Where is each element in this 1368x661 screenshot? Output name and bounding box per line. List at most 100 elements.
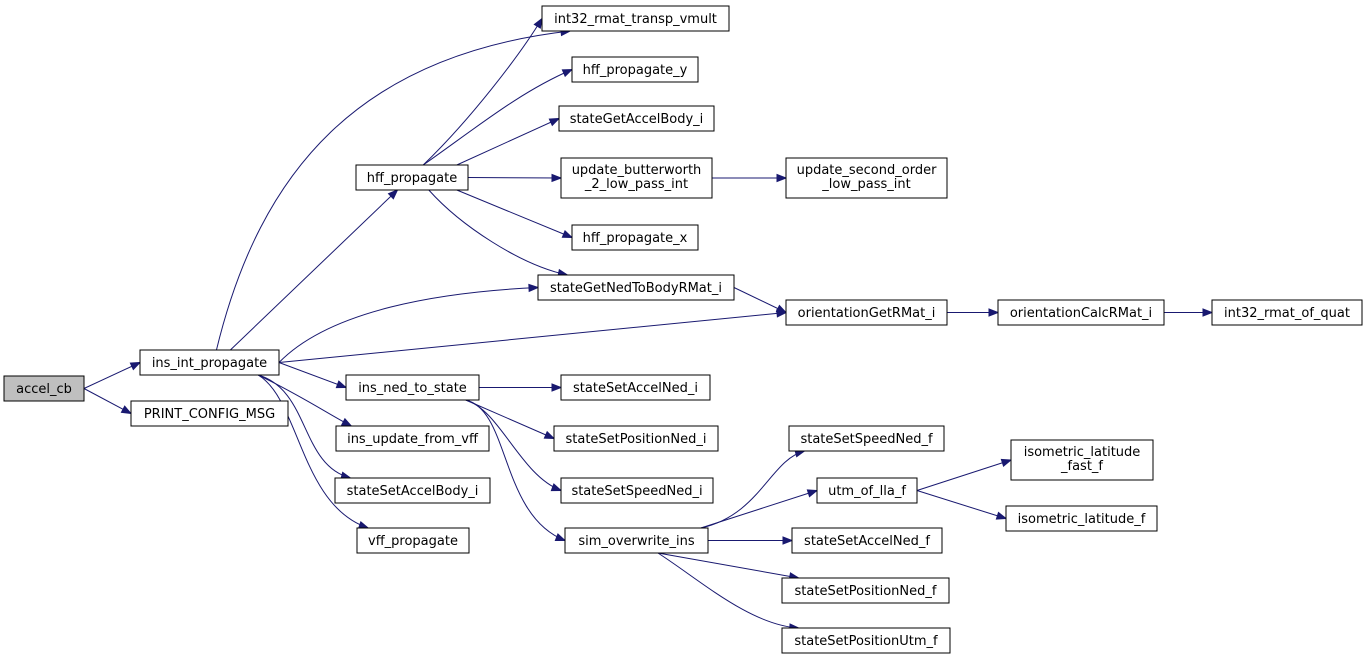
node-box (564, 527, 709, 554)
node-box (355, 164, 469, 191)
node-accel-cb[interactable]: accel_cb (3, 375, 85, 402)
node-label: stateSetPositionNed_i (566, 432, 707, 447)
node-box (537, 274, 735, 301)
node-ins-update-from-vff[interactable]: ins_update_from_vff (335, 425, 490, 452)
edge-sim_overwrite_ins-to-utm_of_lla_f (700, 490, 818, 529)
node-box (1211, 299, 1363, 326)
node-statesetpositionutm-f[interactable]: stateSetPositionUtm_f (781, 627, 951, 654)
node-label: _fast_f (1060, 459, 1103, 474)
node-box (781, 577, 950, 604)
edge-sim_overwrite_ins-to-statesetpositionned_f (657, 552, 799, 579)
node-label: stateSetAccelNed_i (573, 381, 698, 396)
node-label: _low_pass_int (821, 177, 910, 192)
node-isometric-latitude-fast-f[interactable]: isometric_latitude_fast_f (1010, 439, 1154, 481)
node-label: stateSetSpeedNed_i (571, 484, 702, 499)
edge-arrowhead-orientationcalcrmat_i-to-int32_rmat_of_quat (1202, 308, 1214, 317)
node-print-config-msg[interactable]: PRINT_CONFIG_MSG (130, 400, 289, 427)
node-box (997, 299, 1165, 326)
node-box (558, 105, 715, 132)
node-label: ins_update_from_vff (347, 432, 479, 447)
node-vff-propagate[interactable]: vff_propagate (356, 527, 470, 554)
node-statesetaccelned-f[interactable]: stateSetAccelNed_f (791, 527, 943, 554)
node-update-butterworth-2-low-pass-int[interactable]: update_butterworth_2_low_pass_int (560, 157, 713, 199)
edge-arrowhead-ins_ned_to_state-to-statesetaccelned_i (551, 383, 563, 392)
edge-arrowhead-hff_propagate-to-int32_rmat_transp_vmult (533, 17, 543, 29)
node-label: ins_ned_to_state (358, 381, 467, 396)
node-utm-of-lla-f[interactable]: utm_of_lla_f (816, 477, 918, 504)
node-statesetaccelned-i[interactable]: stateSetAccelNed_i (560, 374, 711, 401)
edge-arrowhead-accel_cb-to-ins_int_propagate (129, 361, 142, 371)
node-label: sim_overwrite_ins (578, 534, 695, 549)
node-box (356, 527, 470, 554)
node-label: ins_int_propagate (152, 356, 267, 371)
node-hff-propagate-y[interactable]: hff_propagate_y (571, 56, 699, 83)
node-label: stateGetAccelBody_i (570, 112, 704, 127)
node-int32-rmat-transp-vmult[interactable]: int32_rmat_transp_vmult (541, 5, 730, 32)
node-statesetspeedned-i[interactable]: stateSetSpeedNed_i (560, 477, 714, 504)
node-label: stateSetPositionNed_f (795, 584, 937, 599)
node-label: orientationGetRMat_i (798, 306, 936, 321)
edge-arrowhead-ins_int_propagate-to-ins_update_from_vff (340, 417, 353, 427)
node-label: hff_propagate_y (583, 63, 688, 78)
edge-arrowhead-sim_overwrite_ins-to-utm_of_lla_f (806, 489, 819, 498)
node-box (334, 477, 491, 504)
node-statesetpositionned-f[interactable]: stateSetPositionNed_f (781, 577, 950, 604)
node-isometric-latitude-f[interactable]: isometric_latitude_f (1005, 505, 1158, 532)
node-box (791, 527, 943, 554)
edge-hff_propagate-to-hff_propagate_x (456, 189, 573, 238)
node-label: accel_cb (16, 382, 72, 397)
node-box (139, 349, 280, 376)
node-box (560, 157, 713, 199)
edge-arrowhead-ins_ned_to_state-to-statesetspeedned_i (550, 483, 563, 492)
edge-arrowhead-hff_propagate-to-update_butterworth_2_low_pass_int (551, 173, 563, 183)
node-box (335, 425, 490, 452)
node-statesetpositionned-i[interactable]: stateSetPositionNed_i (553, 425, 719, 452)
edge-accel_cb-to-ins_int_propagate (83, 362, 141, 389)
edge-arrowhead-ins_int_propagate-to-hff_propagate (387, 189, 399, 200)
edge-ins_int_propagate-to-int32_rmat_transp_vmult (215, 30, 571, 351)
edge-hff_propagate-to-update_butterworth_2_low_pass_int (467, 177, 562, 179)
edge-arrowhead-ins_int_propagate-to-vff_propagate (357, 520, 370, 529)
node-box (1010, 439, 1154, 481)
node-box (541, 5, 730, 32)
node-label: stateSetSpeedNed_f (800, 432, 933, 447)
edge-sim_overwrite_ins-to-statesetspeedned_f (700, 450, 805, 529)
node-int32-rmat-of-quat[interactable]: int32_rmat_of_quat (1211, 299, 1363, 326)
edge-stategetnedtobodyrmat_i-to-orientationgetrmat_i (733, 287, 787, 313)
node-label: orientationCalcRMat_i (1010, 306, 1152, 321)
node-label: update_second_order (797, 163, 937, 178)
edge-hff_propagate-to-int32_rmat_transp_vmult (422, 18, 543, 166)
edge-arrowhead-stategetnedtobodyrmat_i-to-orientationgetrmat_i (775, 304, 788, 314)
edge-utm_of_lla_f-to-isometric_latitude_f (916, 490, 1007, 519)
node-update-second-order-low-pass-int[interactable]: update_second_order_low_pass_int (785, 157, 948, 199)
edge-sim_overwrite_ins-to-statesetpositionutm_f (657, 552, 799, 629)
node-stategetnedtobodyrmat-i[interactable]: stateGetNedToBodyRMat_i (537, 274, 735, 301)
node-label: vff_propagate (368, 534, 458, 549)
node-orientationcalcrmat-i[interactable]: orientationCalcRMat_i (997, 299, 1165, 326)
edge-ins_int_propagate-to-hff_propagate (230, 189, 398, 351)
node-ins-ned-to-state[interactable]: ins_ned_to_state (345, 374, 480, 401)
edge-hff_propagate-to-hff_propagate_y (422, 69, 573, 166)
node-box (571, 224, 699, 251)
node-statesetspeedned-f[interactable]: stateSetSpeedNed_f (788, 425, 945, 452)
node-statesetaccelbody-i[interactable]: stateSetAccelBody_i (334, 477, 491, 504)
edges-layer (83, 17, 1214, 632)
node-box (553, 425, 719, 452)
node-label: PRINT_CONFIG_MSG (144, 407, 275, 422)
node-box (560, 477, 714, 504)
node-ins-int-propagate[interactable]: ins_int_propagate (139, 349, 280, 376)
edge-utm_of_lla_f-to-isometric_latitude_fast_f (916, 459, 1012, 491)
node-label: utm_of_lla_f (828, 484, 906, 499)
edge-ins_int_propagate-to-statesetaccelbody_i (258, 374, 351, 479)
node-sim-overwrite-ins[interactable]: sim_overwrite_ins (564, 527, 709, 554)
node-hff-propagate-x[interactable]: hff_propagate_x (571, 224, 699, 251)
node-hff-propagate[interactable]: hff_propagate (355, 164, 469, 191)
node-orientationgetrmat-i[interactable]: orientationGetRMat_i (785, 299, 948, 326)
edge-arrowhead-sim_overwrite_ins-to-statesetaccelned_f (782, 536, 794, 545)
edge-ins_int_propagate-to-stategetnedtobodyrmat_i (278, 287, 539, 363)
node-label: hff_propagate (367, 171, 458, 186)
edge-ins_int_propagate-to-orientationgetrmat_i (278, 312, 787, 363)
node-stategetaccelbody-i[interactable]: stateGetAccelBody_i (558, 105, 715, 132)
edge-arrowhead-update_butterworth_2_low_pass_int-to-update_second_order_low_pass_int (776, 173, 788, 183)
